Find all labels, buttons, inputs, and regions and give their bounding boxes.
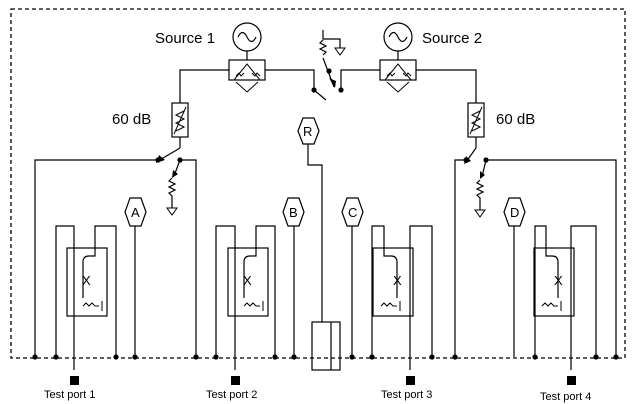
junction-dots: [32, 354, 619, 360]
test-port-2: Test port 2: [206, 376, 257, 401]
splitter-1: [228, 59, 266, 93]
coupler-port3: X: [371, 225, 433, 370]
coupler-port1-symbol: X: [82, 273, 91, 288]
receiver-a-label: A: [131, 205, 140, 220]
source-2-label: Source 2: [422, 30, 482, 47]
right-port-switch: [454, 147, 617, 357]
receiver-r: R: [297, 117, 323, 322]
attenuator-left: 60 dB: [112, 102, 189, 138]
receiver-b: B: [282, 197, 305, 357]
coupler-port4-symbol: X: [554, 273, 563, 288]
source-2: Source 2: [383, 22, 482, 60]
test-port-4: Test port 4: [540, 376, 591, 403]
coupler-port1: X: [55, 225, 117, 370]
splitter-2: [379, 59, 417, 93]
coupler-port2: X: [215, 225, 276, 370]
coupler-port2-symbol: X: [243, 273, 252, 288]
attenuator-right-label: 60 dB: [496, 111, 535, 128]
test-port-2-label: Test port 2: [206, 389, 257, 401]
source-1: Source 1: [155, 22, 262, 60]
receiver-r-label: R: [303, 124, 312, 139]
receiver-c-label: C: [348, 205, 357, 220]
source-transfer-switch: [311, 30, 346, 93]
attenuator-right: 60 dB: [467, 102, 535, 138]
receiver-d-label: D: [510, 205, 519, 220]
test-port-3-label: Test port 3: [381, 389, 432, 401]
test-port-3: Test port 3: [381, 376, 432, 401]
reference-bridge: [311, 321, 341, 371]
coupler-port4: X: [533, 225, 597, 370]
source-1-label: Source 1: [155, 30, 215, 47]
test-port-1-label: Test port 1: [44, 389, 95, 401]
receiver-c: C: [341, 197, 364, 357]
receiver-d: D: [503, 197, 526, 357]
test-port-4-label: Test port 4: [540, 391, 591, 403]
coupler-port3-symbol: X: [393, 273, 402, 288]
test-port-1: Test port 1: [44, 376, 95, 401]
receiver-a: A: [124, 197, 147, 357]
instrument-boundary: [10, 8, 626, 359]
attenuator-left-label: 60 dB: [112, 111, 151, 128]
receiver-b-label: B: [289, 205, 298, 220]
left-port-switch: [34, 147, 197, 357]
